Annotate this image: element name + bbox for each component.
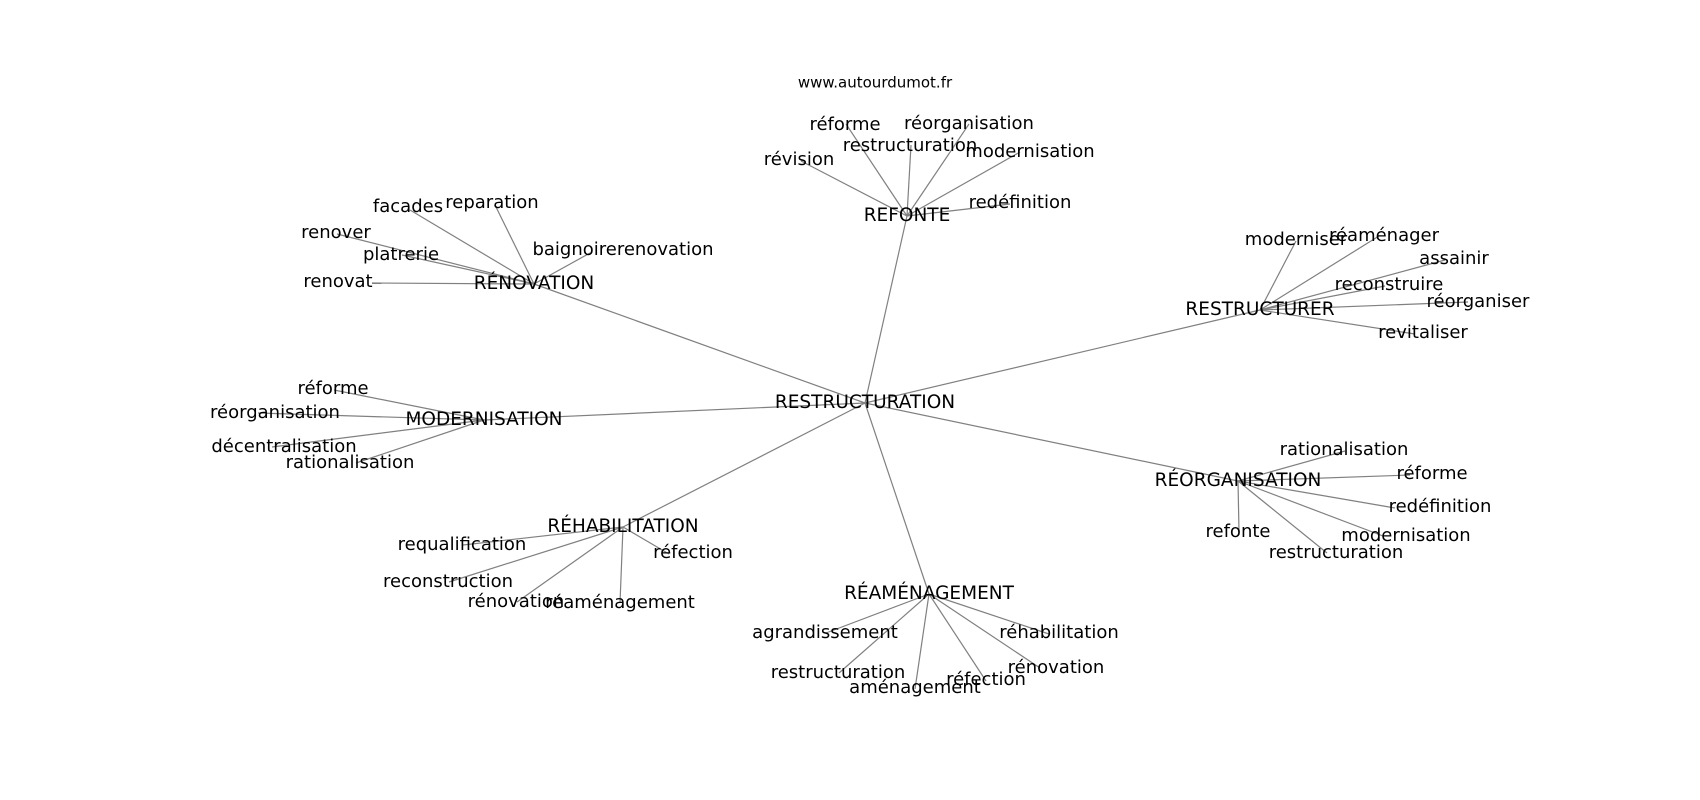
word-restructurer-reconstruire[interactable]: reconstruire [1335, 274, 1444, 295]
edge-reamenagement-amenagement [914, 593, 930, 690]
edge-center-rehabilitation [622, 402, 866, 528]
word-restructurer-moderniser[interactable]: moderniser [1245, 229, 1348, 250]
word-refonte-reorganisation[interactable]: réorganisation [904, 113, 1034, 134]
word-rehabilitation-requalification[interactable]: requalification [398, 534, 527, 555]
word-restructurer-assainir[interactable]: assainir [1419, 248, 1489, 269]
edge-refonte-revision [800, 160, 908, 217]
word-reamenagement-rehabilitation[interactable]: réhabilitation [999, 622, 1119, 643]
labels-layer: www.autourdumot.fr réforme réorganisation… [210, 74, 1530, 699]
word-renovation-renovat[interactable]: renovat [303, 271, 372, 292]
edge-rehabilitation-refection [622, 526, 670, 555]
edge-reorganisation-redefinition [1237, 480, 1396, 509]
word-reamenagement-restructuration[interactable]: restructuration [771, 662, 906, 683]
edge-rehabilitation-renovation [516, 526, 624, 603]
edge-refonte-restructuration [906, 144, 912, 217]
word-modernisation-reforme[interactable]: réforme [297, 378, 368, 399]
hub-reorganisation[interactable]: RÉORGANISATION [1155, 469, 1322, 491]
word-refonte-restructuration[interactable]: restructuration [843, 135, 978, 156]
word-rehabilitation-reamenagement[interactable]: réaménagement [545, 592, 695, 613]
edge-reamenagement-agrandissement [825, 593, 930, 634]
word-reorganisation-rationalisation[interactable]: rationalisation [1280, 439, 1409, 460]
edge-refonte-reforme [845, 123, 908, 217]
edge-modernisation-reorganisation [257, 412, 485, 421]
edge-renovation-baignoirerenovation [533, 252, 591, 285]
hub-rehabilitation[interactable]: RÉHABILITATION [547, 515, 698, 537]
edge-restructurer-reorganiser [1259, 301, 1469, 311]
source-label[interactable]: www.autourdumot.fr [798, 74, 953, 92]
edge-rehabilitation-reconstruction [448, 526, 624, 583]
edge-center-restructurer [864, 309, 1261, 404]
edge-restructurer-reamenager [1259, 235, 1380, 311]
word-renovation-reparation[interactable]: reparation [445, 192, 538, 213]
edge-renovation-reparation [494, 204, 535, 285]
word-restructurer-reamenager[interactable]: réaménager [1329, 225, 1440, 246]
word-refonte-reforme[interactable]: réforme [809, 114, 880, 135]
word-reorganisation-redefinition[interactable]: redéfinition [1389, 496, 1492, 517]
edge-reorganisation-refonte [1237, 480, 1240, 533]
edge-center-modernisation [483, 402, 866, 421]
word-reorganisation-refonte[interactable]: refonte [1206, 521, 1271, 542]
word-reorganisation-reforme[interactable]: réforme [1396, 463, 1467, 484]
edge-reamenagement-rehabilitation [928, 593, 1050, 635]
edge-renovation-facades [409, 209, 535, 285]
hub-refonte[interactable]: REFONTE [864, 205, 951, 226]
word-rehabilitation-reconstruction[interactable]: reconstruction [383, 571, 513, 592]
edge-reorganisation-reforme [1237, 474, 1411, 482]
edge-reorganisation-rationalisation [1237, 450, 1346, 482]
hub-reamenagement[interactable]: RÉAMÉNAGEMENT [844, 582, 1015, 604]
edge-restructurer-reconstruire [1259, 285, 1386, 311]
word-restructurer-reorganiser[interactable]: réorganiser [1427, 291, 1530, 312]
edge-renovation-platrerie [401, 254, 535, 285]
edge-renovation-renovat [371, 282, 535, 285]
edges-layer [257, 123, 1469, 690]
edge-restructurer-revitaliser [1259, 309, 1416, 335]
edge-reamenagement-refection [928, 593, 987, 682]
word-reamenagement-renovation[interactable]: rénovation [1008, 657, 1105, 678]
word-refonte-redefinition[interactable]: redéfinition [969, 192, 1072, 213]
edge-reamenagement-restructuration [838, 593, 930, 674]
word-reamenagement-agrandissement[interactable]: agrandissement [752, 622, 898, 643]
edge-reamenagement-renovation [928, 593, 1041, 669]
word-modernisation-reorganisation[interactable]: réorganisation [210, 402, 340, 423]
edge-center-reorganisation [864, 402, 1239, 482]
word-restructurer-revitaliser[interactable]: revitaliser [1378, 322, 1468, 343]
word-rehabilitation-refection[interactable]: réfection [653, 542, 733, 563]
word-reamenagement-refection[interactable]: réfection [946, 669, 1026, 690]
edge-rehabilitation-requalification [462, 526, 624, 546]
word-modernisation-rationalisation[interactable]: rationalisation [286, 452, 415, 473]
hub-restructurer[interactable]: RESTRUCTURER [1185, 299, 1334, 320]
edge-modernisation-reforme [333, 389, 485, 421]
word-refonte-modernisation[interactable]: modernisation [965, 141, 1094, 162]
hub-renovation[interactable]: RÉNOVATION [474, 272, 594, 294]
word-renovation-baignoirerenovation[interactable]: baignoirerenovation [532, 239, 713, 260]
edge-center-refonte [864, 215, 908, 404]
edge-restructurer-assainir [1259, 259, 1446, 311]
word-refonte-revision[interactable]: révision [764, 149, 835, 170]
edge-modernisation-decentralisation [271, 419, 485, 448]
word-reorganisation-restructuration[interactable]: restructuration [1269, 542, 1404, 563]
word-modernisation-decentralisation[interactable]: décentralisation [211, 436, 356, 457]
word-renovation-renover[interactable]: renover [301, 222, 371, 243]
edge-reorganisation-restructuration [1237, 480, 1328, 554]
edge-renovation-renover [336, 233, 535, 285]
hub-modernisation[interactable]: MODERNISATION [405, 409, 562, 430]
center-node-restructuration[interactable]: RESTRUCTURATION [775, 392, 955, 413]
word-rehabilitation-renovation[interactable]: rénovation [468, 591, 565, 612]
word-reamenagement-amenagement[interactable]: aménagement [849, 677, 981, 698]
edge-restructurer-moderniser [1259, 240, 1297, 311]
edge-center-renovation [533, 283, 866, 404]
edge-refonte-modernisation [906, 151, 1021, 217]
edge-reorganisation-modernisation [1237, 480, 1384, 537]
word-reorganisation-modernisation[interactable]: modernisation [1341, 525, 1470, 546]
edge-modernisation-rationalisation [355, 419, 485, 464]
word-renovation-facades[interactable]: facades [373, 196, 443, 217]
edge-refonte-reorganisation [906, 123, 970, 217]
edge-refonte-redefinition [906, 203, 1011, 217]
word-renovation-platrerie[interactable]: platrerie [363, 244, 439, 265]
edge-center-reamenagement [864, 402, 930, 595]
edge-rehabilitation-reamenagement [619, 526, 624, 604]
